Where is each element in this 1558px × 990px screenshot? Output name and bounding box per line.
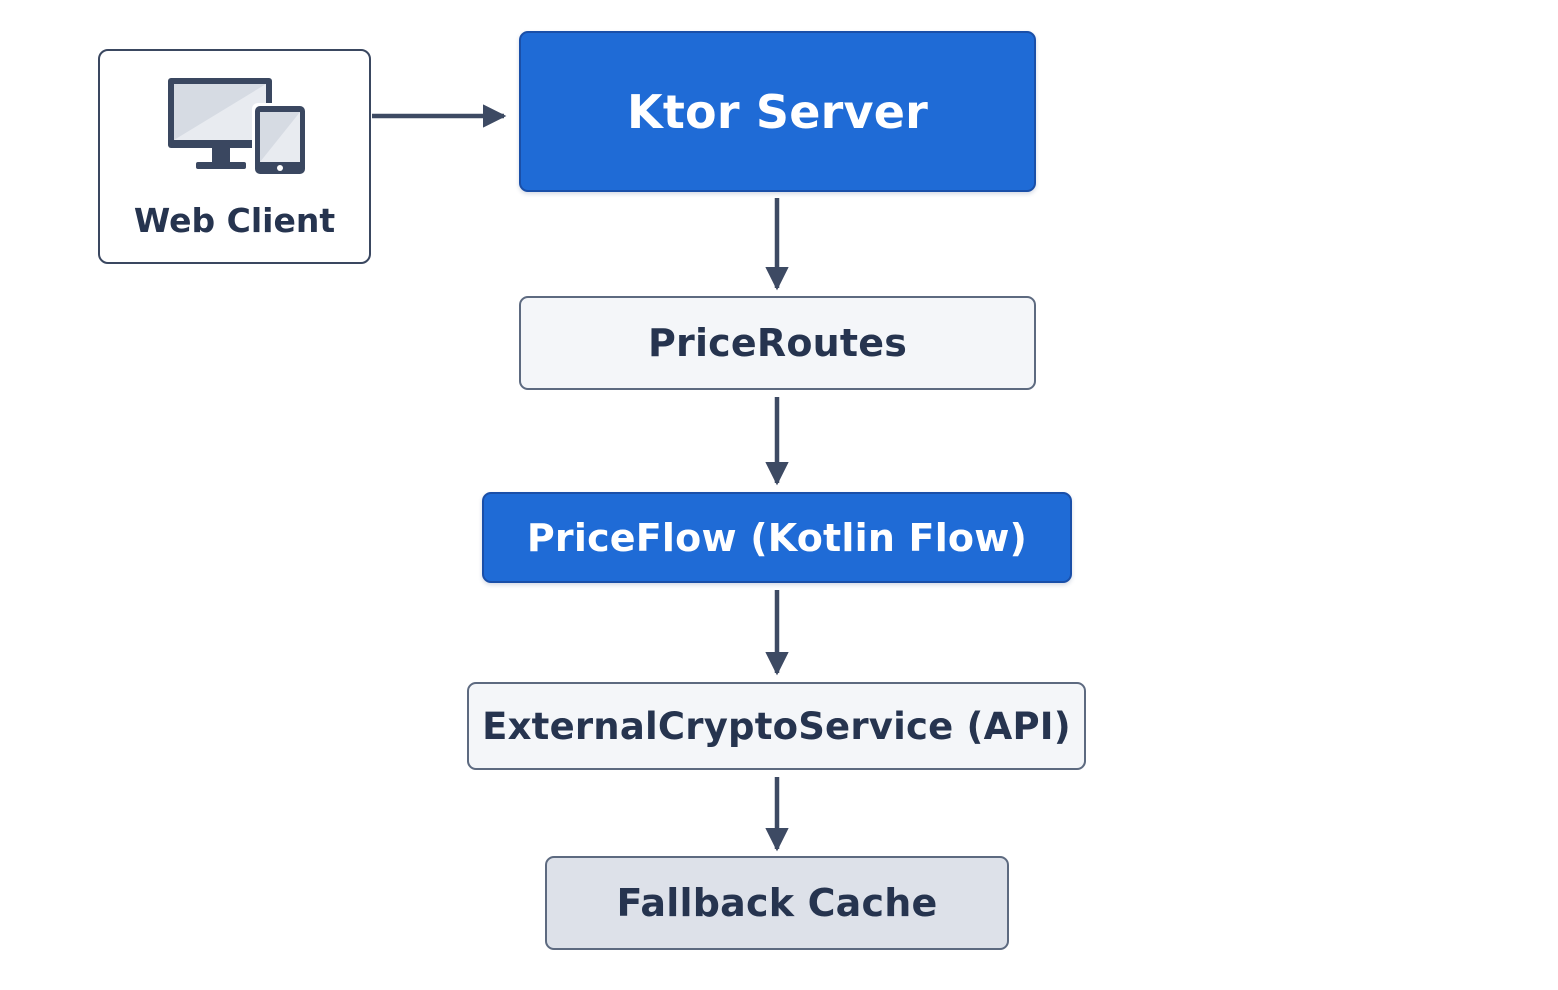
price-routes-label: PriceRoutes	[647, 321, 908, 365]
external-crypto-service-label: ExternalCryptoService (API)	[482, 704, 1071, 748]
price-flow-node: PriceFlow (Kotlin Flow)	[482, 492, 1072, 583]
price-flow-label: PriceFlow (Kotlin Flow)	[526, 515, 1028, 560]
fallback-cache-node: Fallback Cache	[545, 856, 1009, 950]
web-client-node: Web Client	[98, 49, 371, 264]
fallback-cache-label: Fallback Cache	[616, 881, 938, 925]
price-routes-node: PriceRoutes	[519, 296, 1036, 390]
external-crypto-service-node: ExternalCryptoService (API)	[467, 682, 1086, 770]
ktor-server-label: Ktor Server	[626, 84, 929, 139]
web-client-label: Web Client	[133, 201, 336, 240]
ktor-server-node: Ktor Server	[519, 31, 1036, 192]
devices-icon	[168, 78, 308, 177]
